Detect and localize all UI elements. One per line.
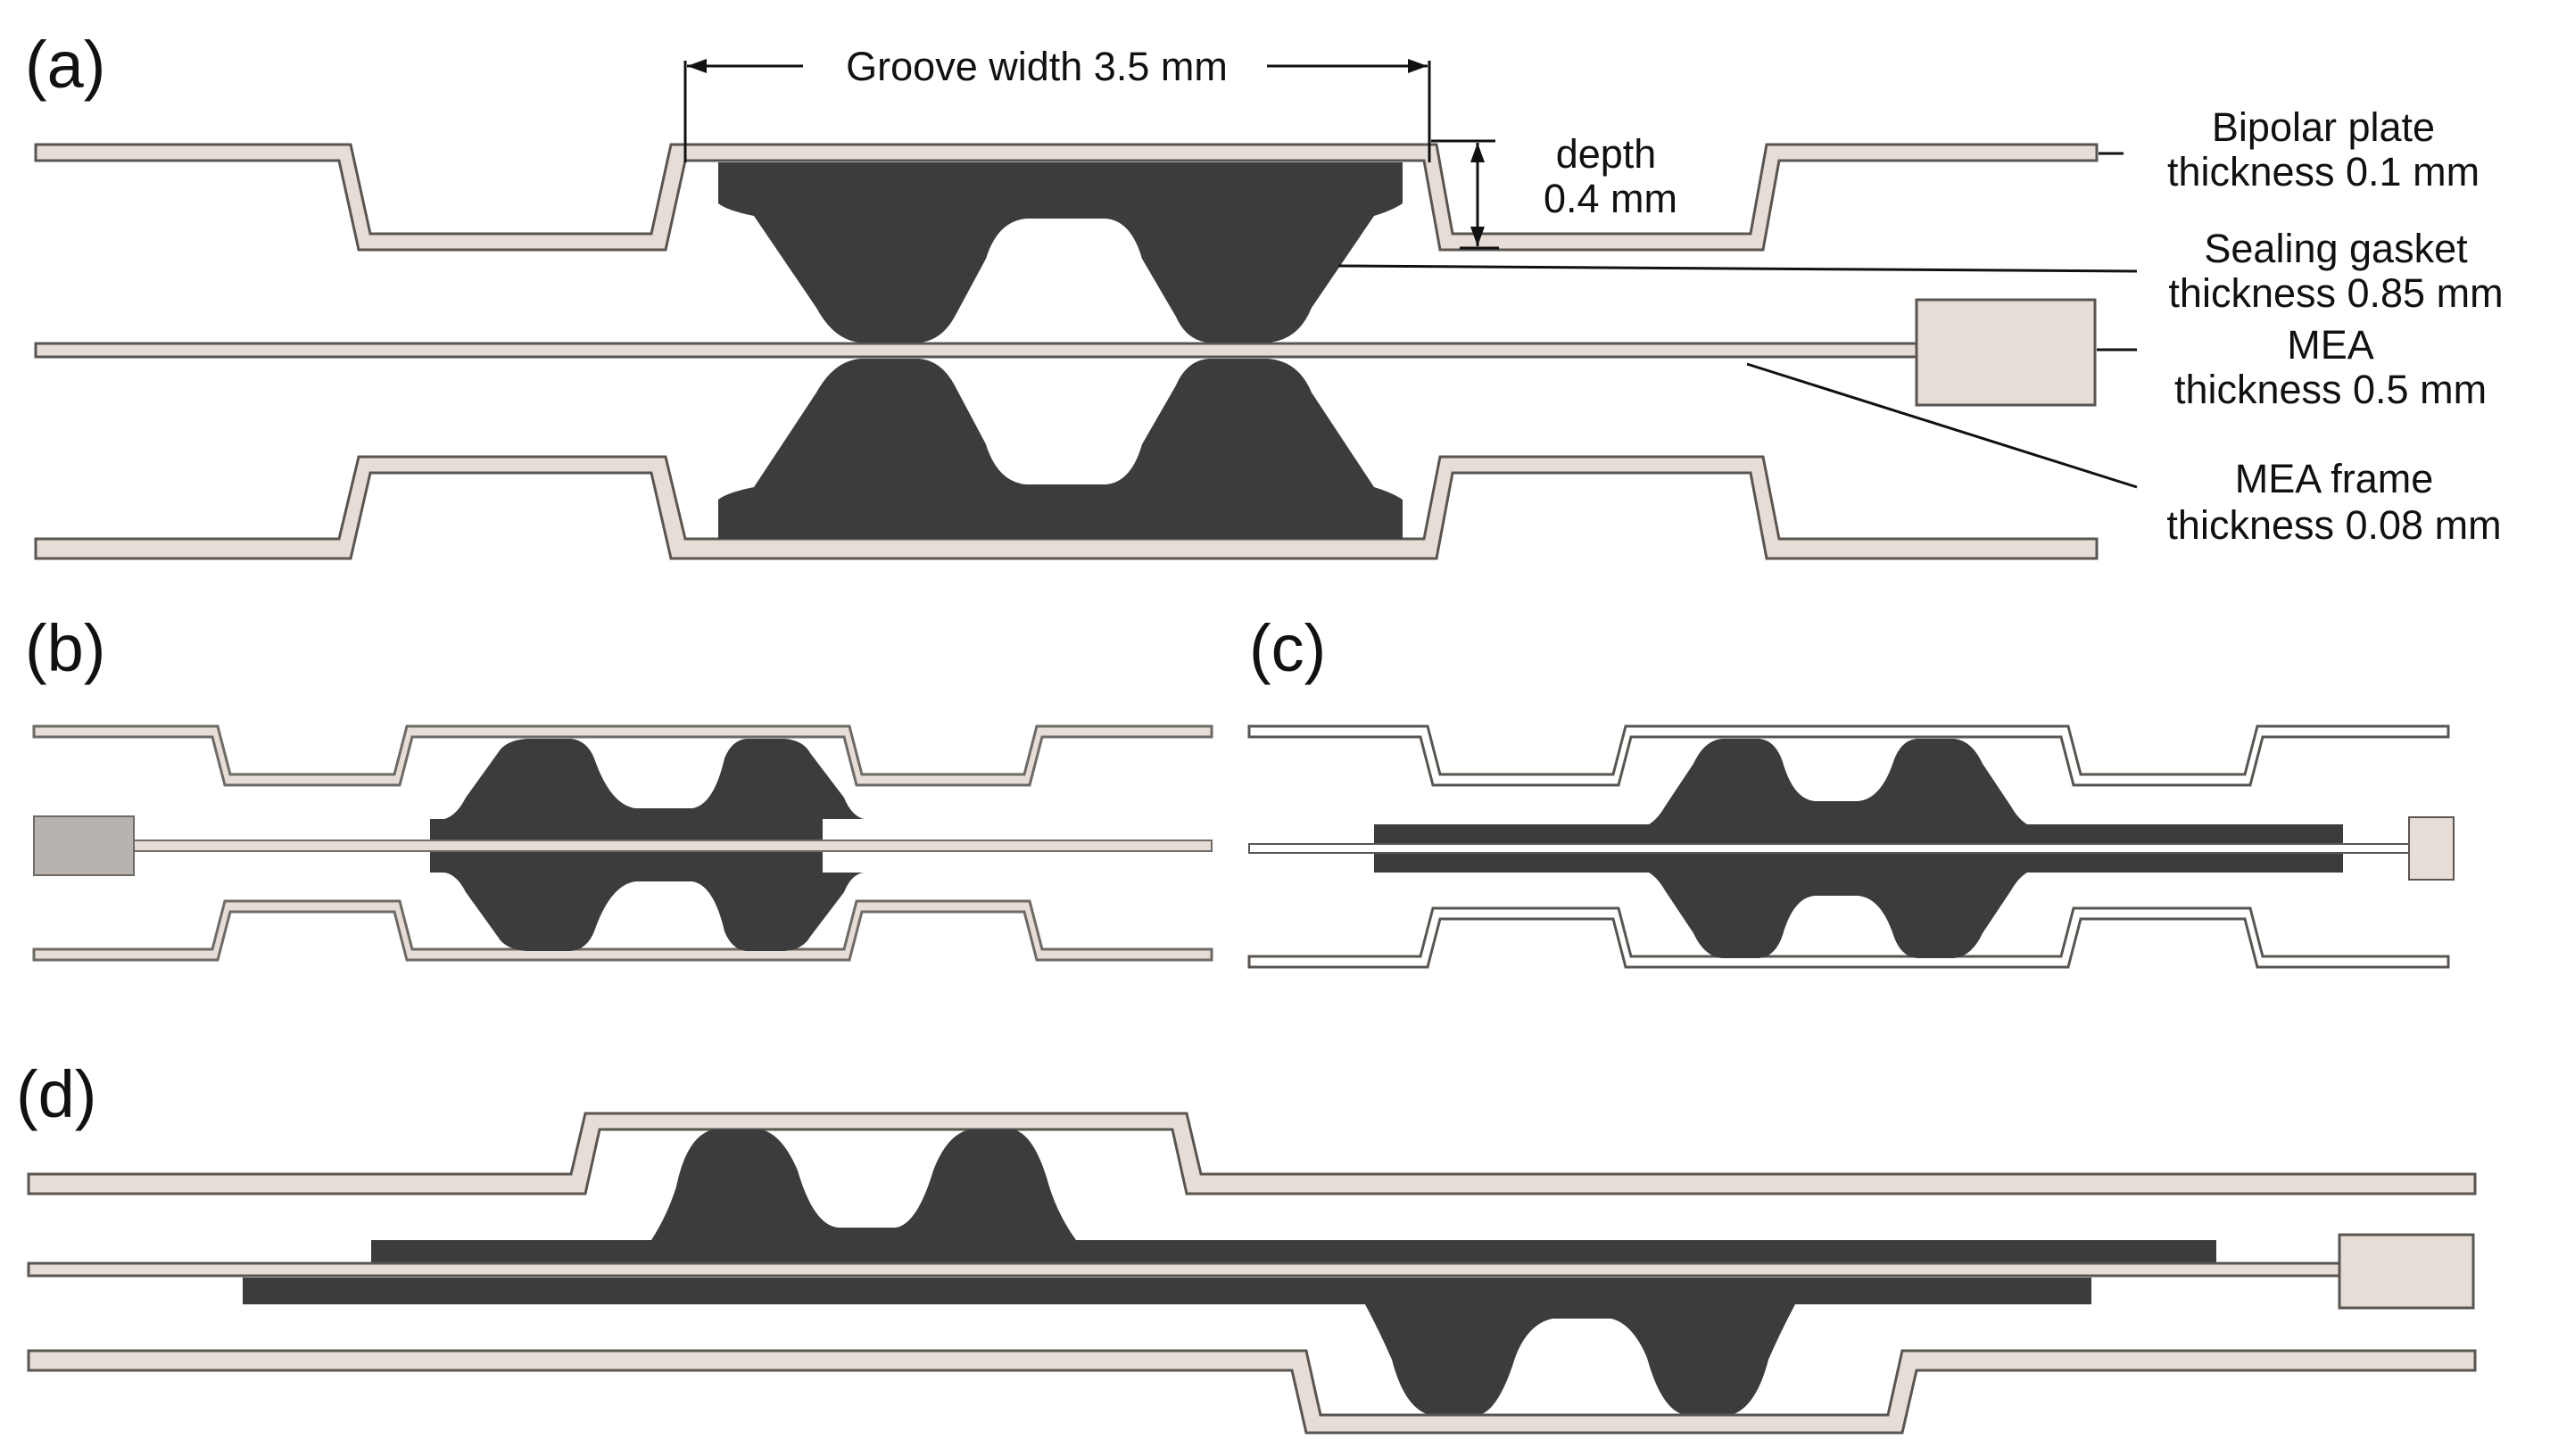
bipolar-plate-thickness: thickness 0.1 mm — [2167, 149, 2480, 194]
panel-a-upper-sealing-gasket — [718, 162, 1403, 343]
panel-b-bottom-bipolar-plate — [32, 899, 1213, 962]
depth-label-line2: 0.4 mm — [1544, 176, 1677, 221]
mea-frame-thickness: thickness 0.08 mm — [2166, 502, 2501, 548]
panel-c-mea-frame — [1248, 843, 2410, 854]
panel-d-upper-sealing-gasket — [371, 1129, 2216, 1267]
panel-b-diagram — [32, 724, 1213, 962]
groove-width-right-arrow — [1408, 59, 1428, 73]
panel-d-mea — [2338, 1233, 2475, 1310]
panel-b-mea-frame — [133, 840, 1213, 852]
panel-c-label: (c) — [1249, 611, 1326, 685]
mea-frame-leader — [1746, 362, 2138, 489]
sealing-gasket-leader — [1337, 264, 2138, 273]
mea-name: MEA — [2287, 322, 2374, 368]
mea-frame-name: MEA frame — [2235, 456, 2434, 501]
mea-thickness: thickness 0.5 mm — [2174, 367, 2487, 412]
panel-b-top-bipolar-plate — [32, 724, 1213, 787]
panel-c-bottom-bipolar-plate — [1247, 906, 2450, 969]
sealing-gasket-name: Sealing gasket — [2204, 226, 2468, 271]
panel-c-diagram — [1247, 724, 2455, 969]
panel-c-sealing-gasket — [1374, 739, 2027, 958]
panel-c-top-bipolar-plate — [1247, 724, 2450, 787]
panel-b-mea — [33, 815, 135, 876]
panel-d-label: (d) — [16, 1057, 96, 1131]
panel-d-diagram — [27, 1112, 2477, 1435]
panel-d-bottom-bipolar-plate — [27, 1349, 2477, 1435]
panel-a-mea — [1915, 298, 2097, 407]
depth-bottom-arrow — [1470, 227, 1485, 246]
depth-top-arrow — [1470, 143, 1485, 162]
bipolar-plate-name: Bipolar plate — [2212, 104, 2435, 150]
panel-d-top-bipolar-plate — [27, 1112, 2477, 1195]
panel-a-diagram: Groove width 3.5 mm depth 0.4 mm Bipolar… — [34, 44, 2504, 560]
panel-b-label: (b) — [25, 611, 105, 685]
panel-d-lower-sealing-gasket — [243, 1278, 2091, 1415]
groove-width-label: Groove width 3.5 mm — [846, 44, 1228, 89]
panel-a-top-bipolar-plate — [34, 143, 2099, 252]
panel-a-bottom-bipolar-plate — [34, 455, 2099, 560]
panel-a-lower-sealing-gasket — [718, 359, 1403, 539]
groove-width-left-arrow — [687, 59, 707, 73]
sealing-gasket-thickness: thickness 0.85 mm — [2168, 270, 2503, 316]
depth-label-line1: depth — [1556, 131, 1657, 177]
panel-d-mea-frame — [27, 1262, 2341, 1278]
panel-a-label: (a) — [25, 28, 105, 102]
panel-a-mea-frame — [34, 342, 1918, 359]
panel-c-mea — [2408, 816, 2455, 881]
